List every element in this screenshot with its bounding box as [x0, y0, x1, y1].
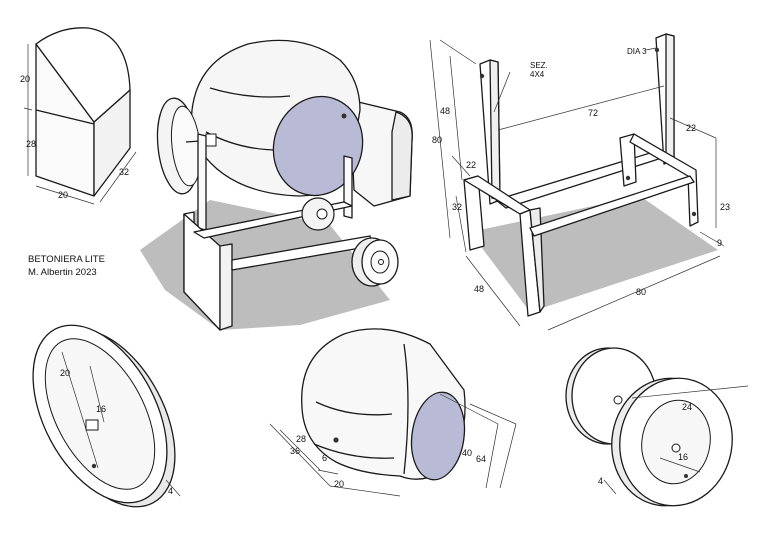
frame-dim-48: 48	[440, 106, 450, 116]
block-dim-20a: 20	[20, 74, 30, 84]
drum-opening-assembled	[272, 95, 364, 197]
frame-dim-9: 9	[717, 238, 722, 248]
frame-dim-sez: SEZ.	[530, 61, 548, 70]
pulley-dim-4: 4	[168, 486, 173, 496]
title-line1: BETONIERA LITE	[28, 254, 105, 265]
mixer-assembly	[140, 39, 413, 331]
drum-dim-64: 64	[476, 454, 486, 464]
drum-opening	[410, 391, 466, 481]
frame-dim-4x4: 4X4	[530, 70, 545, 79]
wheels-part: 24 16 4	[565, 347, 749, 507]
wheel-dim-4: 4	[598, 476, 603, 486]
pulley-part: 20 16 4	[32, 324, 181, 508]
drum-dim-40: 40	[462, 448, 472, 458]
frame-dim-80-length: 80	[636, 287, 646, 297]
frame-dim-32: 32	[452, 202, 462, 212]
wheel-dim-24: 24	[682, 402, 692, 412]
frame-dim-48-depth: 48	[474, 284, 484, 294]
wheel-dim-16: 16	[678, 452, 688, 462]
frame-dim-22-left: 22	[466, 160, 476, 170]
frame-dim-80-height: 80	[432, 135, 442, 145]
pulley-dim-16: 16	[96, 404, 106, 414]
frame-dim-22-right: 22	[686, 123, 696, 133]
pulley-dim-20: 20	[60, 368, 70, 378]
drum-dim-20: 20	[334, 479, 344, 489]
frame-dim-dia3: DIA 3	[627, 47, 647, 56]
drum-dim-36: 36	[290, 446, 300, 456]
frame-part: 48 80 SEZ. 4X4 DIA 3 72 22 22 32 23 9 48…	[429, 33, 730, 331]
block-dim-28: 28	[26, 139, 36, 149]
frame-dim-72: 72	[588, 108, 598, 118]
title-line2: M. Albertin 2023	[28, 267, 97, 278]
block-part: 20 28 20 32	[20, 27, 137, 205]
drum-part: 28 36 6 20 40 64	[269, 328, 517, 497]
drum-dim-28: 28	[296, 434, 306, 444]
block-dim-32: 32	[119, 167, 129, 177]
block-dim-20b: 20	[58, 190, 68, 200]
frame-dim-23: 23	[720, 202, 730, 212]
drum-dim-6: 6	[322, 453, 327, 463]
